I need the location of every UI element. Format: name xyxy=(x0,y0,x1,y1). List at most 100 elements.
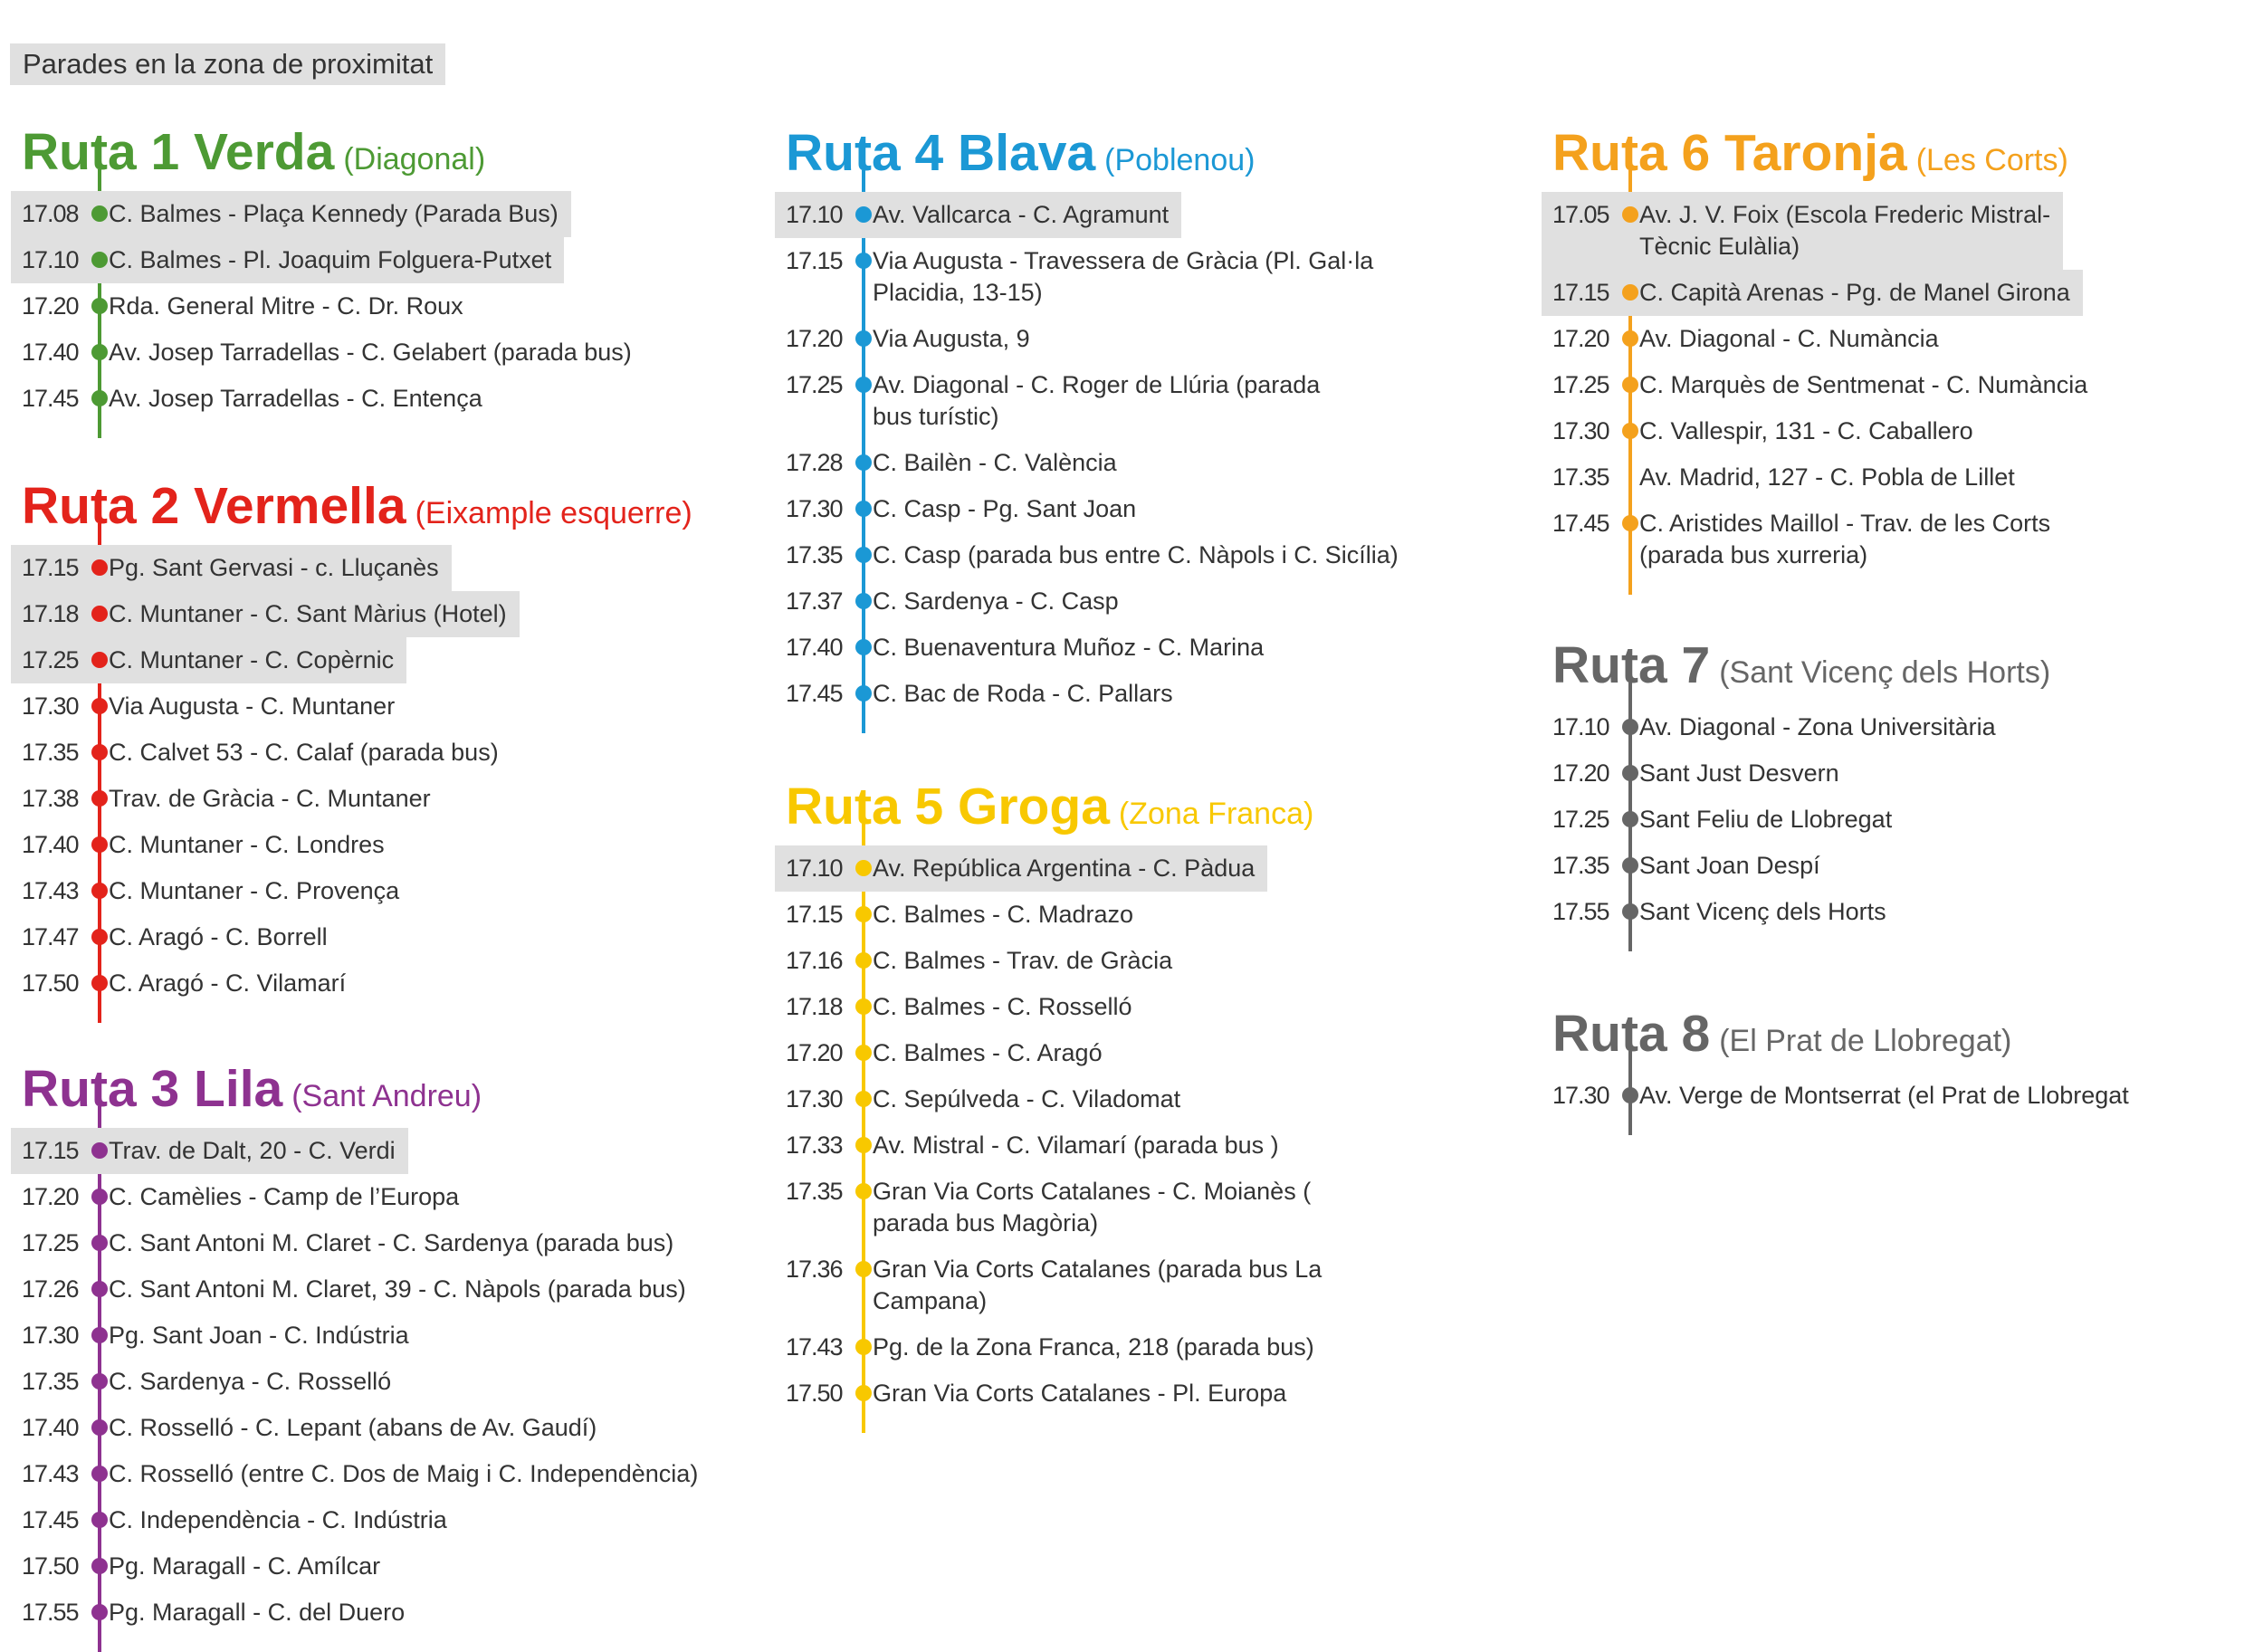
stop-time: 17.20 xyxy=(786,1039,844,1066)
stop-dot-icon xyxy=(91,744,108,760)
stop-name: Via Augusta, 9 xyxy=(873,325,1030,352)
stop-name: C. Rosselló - C. Lepant (abans de Av. Ga… xyxy=(109,1414,597,1441)
stop-dot-icon xyxy=(91,1142,108,1159)
stop-name: C. Camèlies - Camp de l’Europa xyxy=(109,1183,460,1210)
stop-row-content: 17.30 Av. Verge de Montserrat (el Prat de… xyxy=(1542,1073,2142,1119)
stop-dot-icon xyxy=(91,836,108,853)
stop-name: C. Balmes - C. Aragó xyxy=(873,1039,1103,1066)
stop-name: Av. Verge de Montserrat (el Prat de Llob… xyxy=(1639,1082,2129,1109)
stop-dot-icon xyxy=(1622,811,1638,827)
stop-name: Via Augusta - Travessera de Gràcia (Pl. … xyxy=(873,247,1374,306)
stop-row-content: 17.43 Pg. de la Zona Franca, 218 (parada … xyxy=(775,1324,1327,1370)
stop-name: Gran Via Corts Catalanes (parada bus La … xyxy=(873,1256,1322,1314)
stop-dot-icon xyxy=(91,252,108,268)
route-line xyxy=(98,523,101,1023)
route-heading: Ruta 7(Sant Vicenç dels Horts) xyxy=(1552,636,2263,694)
route-name: Ruta 2 Vermella xyxy=(22,477,406,535)
stop-dot-icon xyxy=(91,1327,108,1343)
stop-dot-icon xyxy=(91,1281,108,1297)
stop-row: 17.15 Via Augusta - Travessera de Gràcia … xyxy=(786,238,1528,316)
stop-name: Av. Diagonal - Zona Universitària xyxy=(1639,713,1996,740)
stop-time: 17.50 xyxy=(22,1552,80,1580)
stop-dot-icon xyxy=(855,330,872,347)
stop-dot-icon xyxy=(91,390,108,406)
route-area: (Sant Andreu) xyxy=(291,1079,482,1113)
stop-name: Av. Diagonal - C. Roger de Llúria (parad… xyxy=(873,371,1321,430)
stop-time: 17.30 xyxy=(786,1085,844,1112)
stop-name: C. Bailèn - C. València xyxy=(873,449,1117,476)
stop-time: 17.30 xyxy=(1552,1082,1610,1109)
stop-name: Via Augusta - C. Muntaner xyxy=(109,692,396,720)
stop-time: 17.45 xyxy=(22,385,80,412)
stop-name: C. Balmes - C. Rosselló xyxy=(873,993,1132,1020)
stop-time: 17.40 xyxy=(22,831,80,858)
stop-time: 17.18 xyxy=(786,993,844,1020)
stop-name: Av. Diagonal - C. Numància xyxy=(1639,325,1939,352)
stop-name: C. Balmes - Plaça Kennedy (Parada Bus) xyxy=(109,200,559,227)
stop-time: 17.05 xyxy=(1552,201,1610,228)
stop-dot-icon xyxy=(1622,765,1638,781)
stop-time: 17.26 xyxy=(22,1275,80,1303)
stop-name: Pg. de la Zona Franca, 218 (parada bus) xyxy=(873,1333,1314,1361)
stop-dot-icon xyxy=(855,952,872,969)
stop-time: 17.25 xyxy=(1552,371,1610,398)
stop-time: 17.20 xyxy=(1552,759,1610,787)
stop-dot-icon xyxy=(91,1235,108,1251)
page-title: Parades en la zona de proximitat xyxy=(10,43,446,85)
stop-time: 17.35 xyxy=(786,1178,844,1205)
stop-time: 17.18 xyxy=(22,600,80,627)
stop-time: 17.15 xyxy=(786,901,844,928)
stop-dot-icon xyxy=(1622,423,1638,439)
stop-dot-icon xyxy=(91,652,108,668)
stop-name: C. Casp (parada bus entre C. Nàpols i C.… xyxy=(873,541,1399,568)
stop-time: 17.43 xyxy=(786,1333,844,1361)
stop-time: 17.15 xyxy=(22,554,80,581)
route-heading: Ruta 1 Verda(Diagonal) xyxy=(22,123,764,181)
route-area: (Sant Vicenç dels Horts) xyxy=(1719,655,2051,690)
stop-time: 17.55 xyxy=(22,1599,80,1626)
stop-dot-icon xyxy=(855,593,872,609)
stop-name: C. Balmes - Trav. de Gràcia xyxy=(873,947,1173,974)
stop-name: C. Independència - C. Indústria xyxy=(109,1506,447,1533)
stop-time: 17.15 xyxy=(786,247,844,274)
stop-row: 17.43 Pg. de la Zona Franca, 218 (parada … xyxy=(786,1324,1528,1370)
stop-time: 17.10 xyxy=(22,246,80,273)
stop-time: 17.40 xyxy=(786,634,844,661)
stop-time: 17.25 xyxy=(1552,806,1610,833)
stop-time: 17.33 xyxy=(786,1132,844,1159)
stop-row: 17.18 C. Balmes - C. Rosselló xyxy=(786,984,1528,1030)
route-heading: Ruta 4 Blava(Poblenou) xyxy=(786,124,1528,182)
stop-time: 17.37 xyxy=(786,587,844,615)
